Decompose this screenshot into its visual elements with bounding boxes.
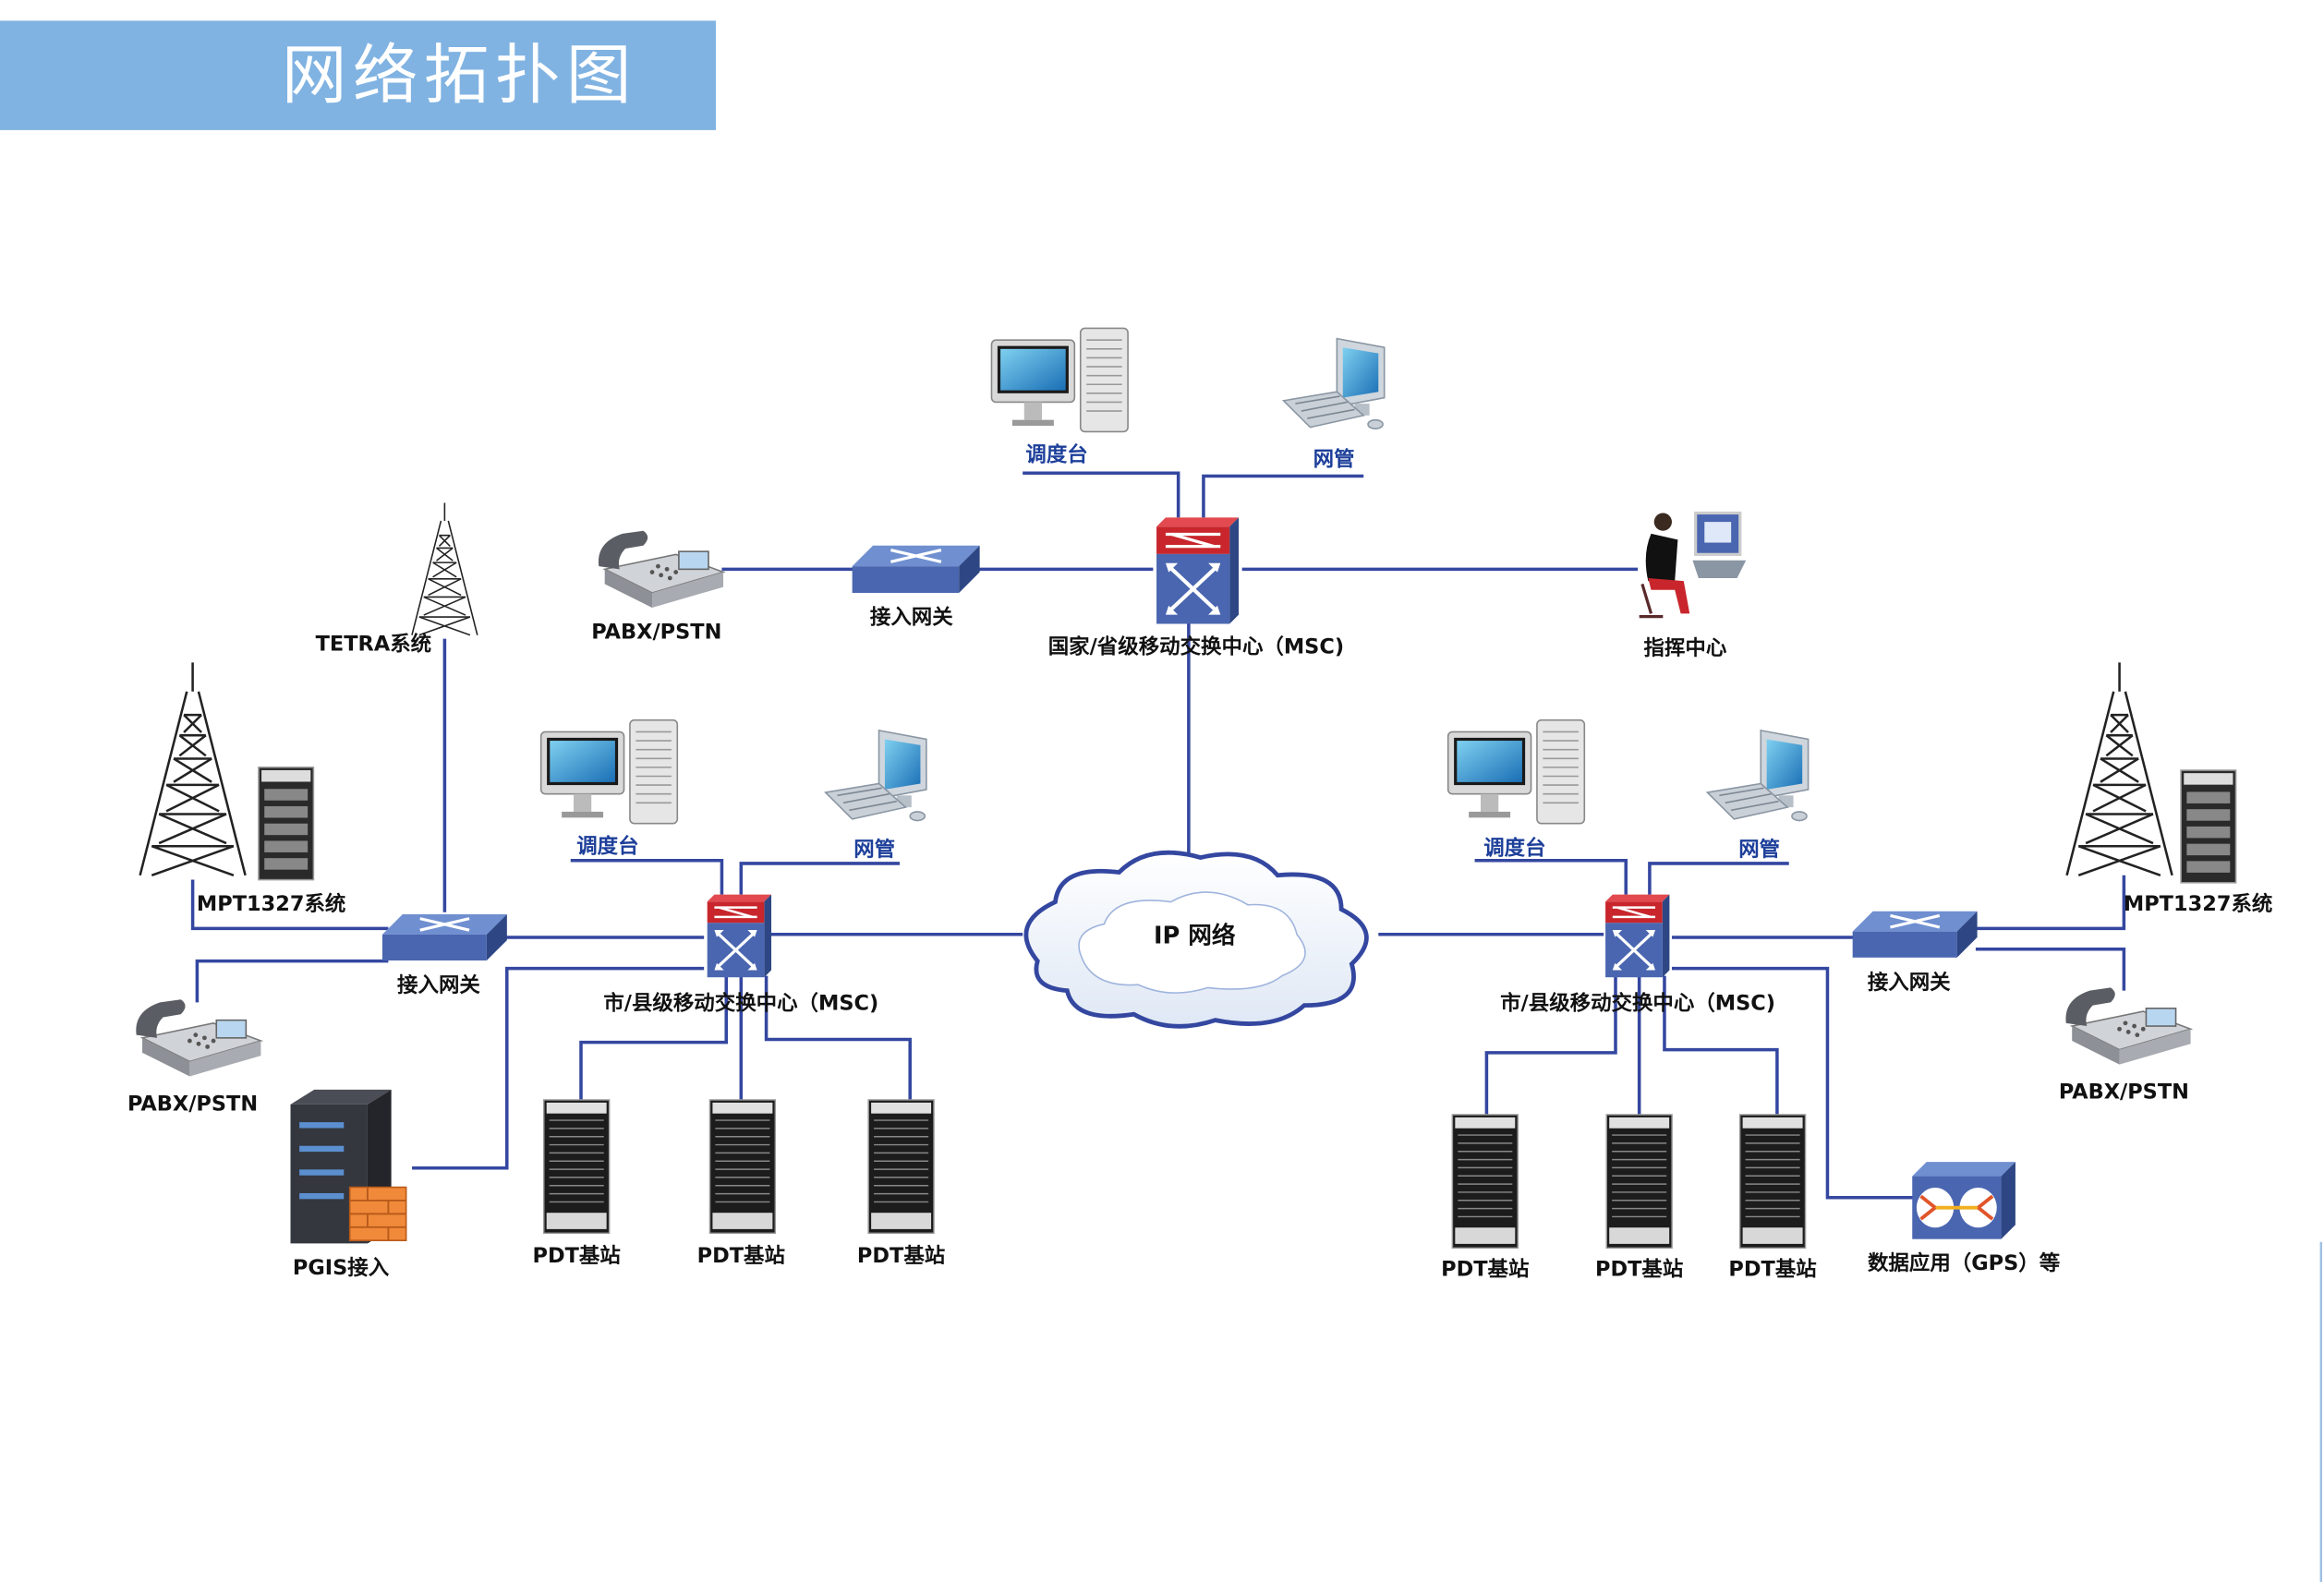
left-pabx-phone-icon[interactable] <box>135 998 262 1078</box>
core-msc-label: 国家/省级移动交换中心（MSC) <box>1048 634 1344 659</box>
right-pdt-station-3-icon[interactable] <box>1738 1114 1807 1250</box>
right-msc-switch-icon[interactable] <box>1604 892 1672 979</box>
left-pdt-label-2: PDT基站 <box>697 1244 785 1268</box>
left-pdt-station-2-icon[interactable] <box>708 1099 777 1235</box>
command-center-label: 指挥中心 <box>1644 636 1727 660</box>
data-application-icon[interactable] <box>1910 1160 2017 1241</box>
right-nms-label: 网管 <box>1738 837 1780 862</box>
core-gateway-label: 接入网关 <box>870 606 953 630</box>
left-mpt-label: MPT1327系统 <box>197 891 345 916</box>
left-pabx-label: PABX/PSTN <box>127 1092 258 1116</box>
right-msc-label: 市/县级移动交换中心（MSC) <box>1500 990 1775 1015</box>
left-pdt-station-1-icon[interactable] <box>542 1099 611 1235</box>
tetra-label: TETRA系统 <box>316 631 432 656</box>
network-links <box>190 471 2126 1200</box>
left-dispatch-label: 调度台 <box>576 834 638 859</box>
command-center-operator-icon[interactable] <box>1638 511 1748 619</box>
pgis-server-firewall-icon[interactable] <box>289 1088 407 1245</box>
right-pdt-station-2-icon[interactable] <box>1605 1114 1673 1250</box>
left-nms-workstation-icon[interactable] <box>824 730 927 822</box>
right-pabx-phone-icon[interactable] <box>2064 986 2192 1066</box>
pgis-label: PGIS接入 <box>293 1256 390 1280</box>
page-title: 网络拓扑图 <box>282 38 637 114</box>
ip-network-label: IP 网络 <box>1154 921 1236 949</box>
right-mpt-rack-icon <box>2180 769 2237 884</box>
right-pdt-station-1-icon[interactable] <box>1451 1114 1519 1250</box>
right-pdt-label-2: PDT基站 <box>1595 1258 1683 1282</box>
core-nms-label: 网管 <box>1313 446 1355 471</box>
right-gateway-label: 接入网关 <box>1868 971 1951 995</box>
core-nms-workstation-icon[interactable] <box>1282 337 1386 430</box>
core-dispatch-label: 调度台 <box>1025 442 1087 467</box>
core-gateway-icon[interactable] <box>851 544 982 595</box>
right-pabx-label: PABX/PSTN <box>2059 1081 2189 1105</box>
right-mpt-tower-icon[interactable] <box>2065 662 2173 877</box>
left-nms-label: 网管 <box>853 837 895 862</box>
core-msc-switch-icon[interactable] <box>1156 517 1239 623</box>
core-pabx-label: PABX/PSTN <box>591 621 721 645</box>
title-banner <box>0 20 717 130</box>
left-mpt-tower-icon[interactable] <box>139 662 247 877</box>
right-dispatch-computer-icon[interactable] <box>1446 719 1586 825</box>
left-mpt-rack-icon <box>258 767 315 881</box>
left-dispatch-computer-icon[interactable] <box>539 719 679 825</box>
right-dispatch-label: 调度台 <box>1483 835 1545 860</box>
right-pdt-label-3: PDT基站 <box>1728 1258 1816 1282</box>
ip-network-cloud <box>1023 850 1369 1029</box>
data-application-label: 数据应用（GPS）等 <box>1868 1250 2060 1275</box>
right-mpt-label: MPT1327系统 <box>2124 891 2272 916</box>
left-gateway-label: 接入网关 <box>397 973 480 997</box>
tetra-tower-icon[interactable] <box>411 502 478 636</box>
right-gateway-icon[interactable] <box>1851 910 1979 960</box>
left-msc-label: 市/县级移动交换中心（MSC) <box>603 990 878 1015</box>
right-nms-workstation-icon[interactable] <box>1706 730 1810 822</box>
left-gateway-icon[interactable] <box>381 912 509 962</box>
left-pdt-label-3: PDT基站 <box>857 1244 945 1268</box>
right-pdt-label-1: PDT基站 <box>1441 1258 1529 1282</box>
left-pdt-station-3-icon[interactable] <box>867 1099 935 1235</box>
left-msc-switch-icon[interactable] <box>706 892 773 979</box>
core-pabx-phone-icon[interactable] <box>598 529 724 609</box>
left-pdt-label-1: PDT基站 <box>533 1244 621 1268</box>
core-dispatch-computer-icon[interactable] <box>990 327 1129 433</box>
